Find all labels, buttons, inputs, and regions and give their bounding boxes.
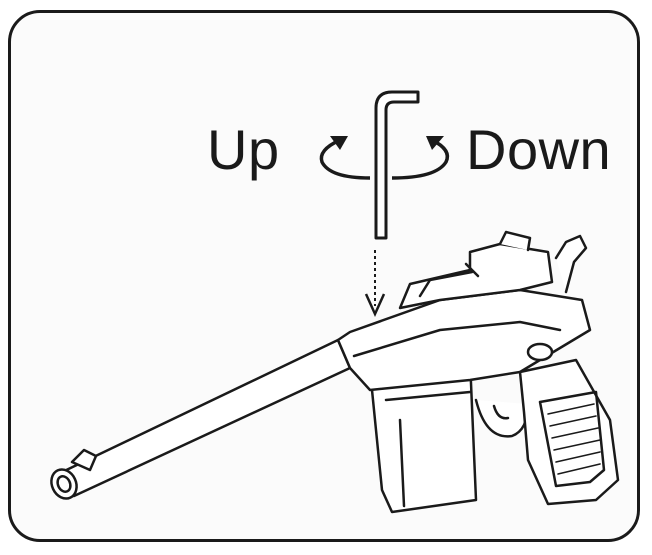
pistol-illustration <box>47 232 618 512</box>
insert-arrow-icon <box>366 250 384 314</box>
rotate-up-arrow-icon <box>321 136 370 178</box>
rotate-down-arrow-icon <box>392 136 447 178</box>
hex-key-icon <box>376 92 418 238</box>
